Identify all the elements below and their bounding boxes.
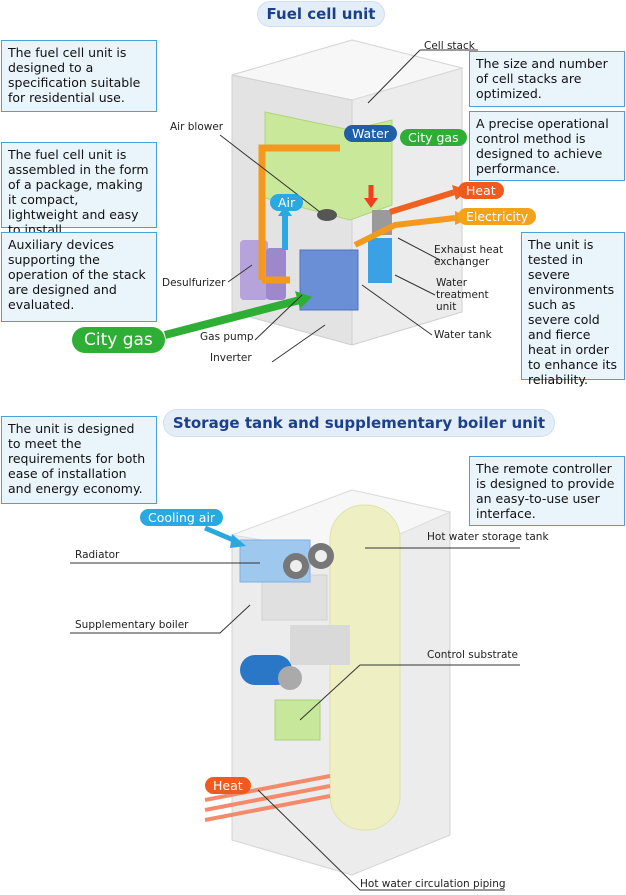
note-control: A precise operational control method is … (469, 111, 625, 181)
pill-heat-storage: Heat (205, 777, 251, 794)
note-auxiliary: Auxiliary devices supporting the operati… (1, 232, 157, 322)
label-control-substrate: Control substrate (427, 649, 518, 661)
pill-heat: Heat (458, 182, 504, 199)
pill-electricity: Electricity (458, 208, 537, 225)
note-remote: The remote controller is designed to pro… (469, 456, 625, 526)
label-water-treatment: Water treatment unit (436, 277, 489, 313)
fuel-cell-title: Fuel cell unit (258, 2, 384, 26)
note-stacks: The size and number of cell stacks are o… (469, 51, 625, 107)
label-inverter: Inverter (210, 352, 252, 364)
label-hot-water-tank: Hot water storage tank (427, 531, 549, 543)
note-tested: The unit is tested in severe environment… (521, 232, 625, 387)
pill-water: Water (344, 125, 397, 142)
label-exhaust: Exhaust heat exchanger (434, 244, 504, 268)
pill-city-gas-top: City gas (400, 129, 467, 146)
label-desulfurizer: Desulfurizer (162, 277, 226, 289)
label-radiator: Radiator (75, 549, 120, 561)
note-requirements: The unit is designed to meet the require… (1, 416, 157, 504)
pill-air: Air (270, 194, 304, 211)
storage-title: Storage tank and supplementary boiler un… (164, 410, 554, 436)
pill-city-gas-big: City gas (72, 327, 165, 353)
note-residential: The fuel cell unit is designed to a spec… (1, 40, 157, 112)
note-package: The fuel cell unit is assembled in the f… (1, 142, 157, 237)
label-water-tank: Water tank (434, 329, 492, 341)
label-cell-stack: Cell stack (424, 40, 475, 52)
label-circulation-piping: Hot water circulation piping (360, 878, 506, 890)
label-air-blower: Air blower (170, 121, 224, 133)
label-supplementary-boiler: Supplementary boiler (75, 619, 189, 631)
label-gas-pump: Gas pump (200, 331, 254, 343)
pill-cooling-air: Cooling air (140, 509, 224, 526)
